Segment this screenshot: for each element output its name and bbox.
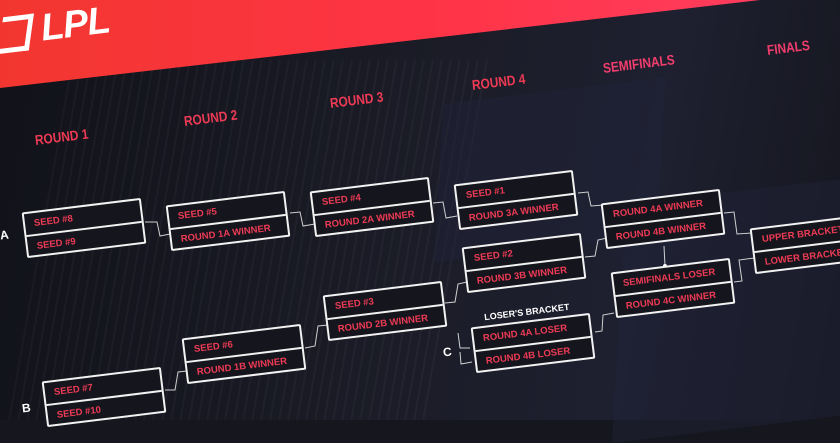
group-label-b: B [21, 400, 32, 416]
bracket-connectors [145, 191, 755, 391]
group-label-c: C [442, 344, 453, 360]
group-label-a: A [0, 227, 10, 243]
